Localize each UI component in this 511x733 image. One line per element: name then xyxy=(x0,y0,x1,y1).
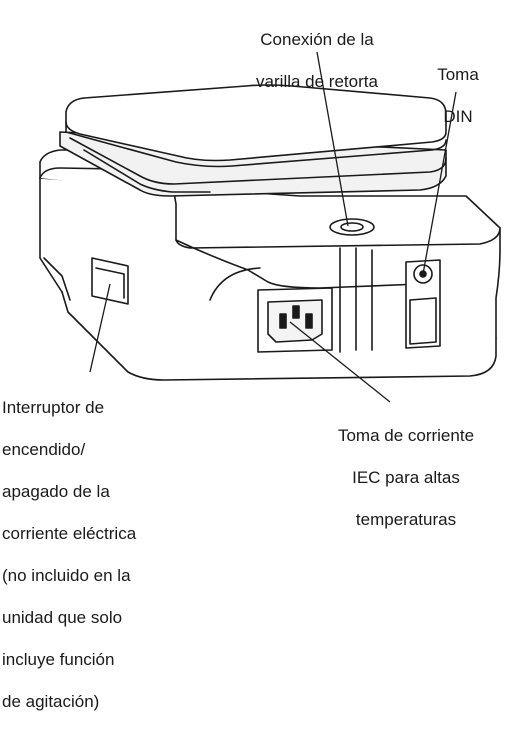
iec-pin-right xyxy=(305,313,313,329)
top-plate xyxy=(65,84,447,162)
plate-rim xyxy=(69,137,447,185)
leader-iec xyxy=(289,321,391,403)
power-switch-toggle xyxy=(95,267,125,299)
leader-support-rod xyxy=(316,51,349,227)
top-plate-edge xyxy=(65,121,447,168)
power-switch xyxy=(91,257,129,305)
leader-switch xyxy=(89,283,111,373)
label-power-switch: Interruptor de encendido/ apagado de la … xyxy=(2,398,137,711)
din-recess-inner xyxy=(409,297,437,345)
housing-rear-curve xyxy=(209,267,261,301)
label-support-rod-connection: Conexión de la varilla de retorta xyxy=(256,30,378,91)
label-iec-inlet: Toma de corriente IEC para altas tempera… xyxy=(337,426,475,529)
device-illustration xyxy=(39,51,501,403)
leader-din xyxy=(422,91,457,275)
housing-curve xyxy=(175,239,421,289)
plate-rim-lower xyxy=(83,149,211,193)
iec-pin-center xyxy=(292,305,300,319)
din-recess xyxy=(405,259,441,349)
label-din-socket: Toma DIN xyxy=(437,65,479,126)
iec-pin-left xyxy=(279,313,287,329)
left-foot xyxy=(43,257,71,301)
support-rod-hole xyxy=(340,222,364,232)
